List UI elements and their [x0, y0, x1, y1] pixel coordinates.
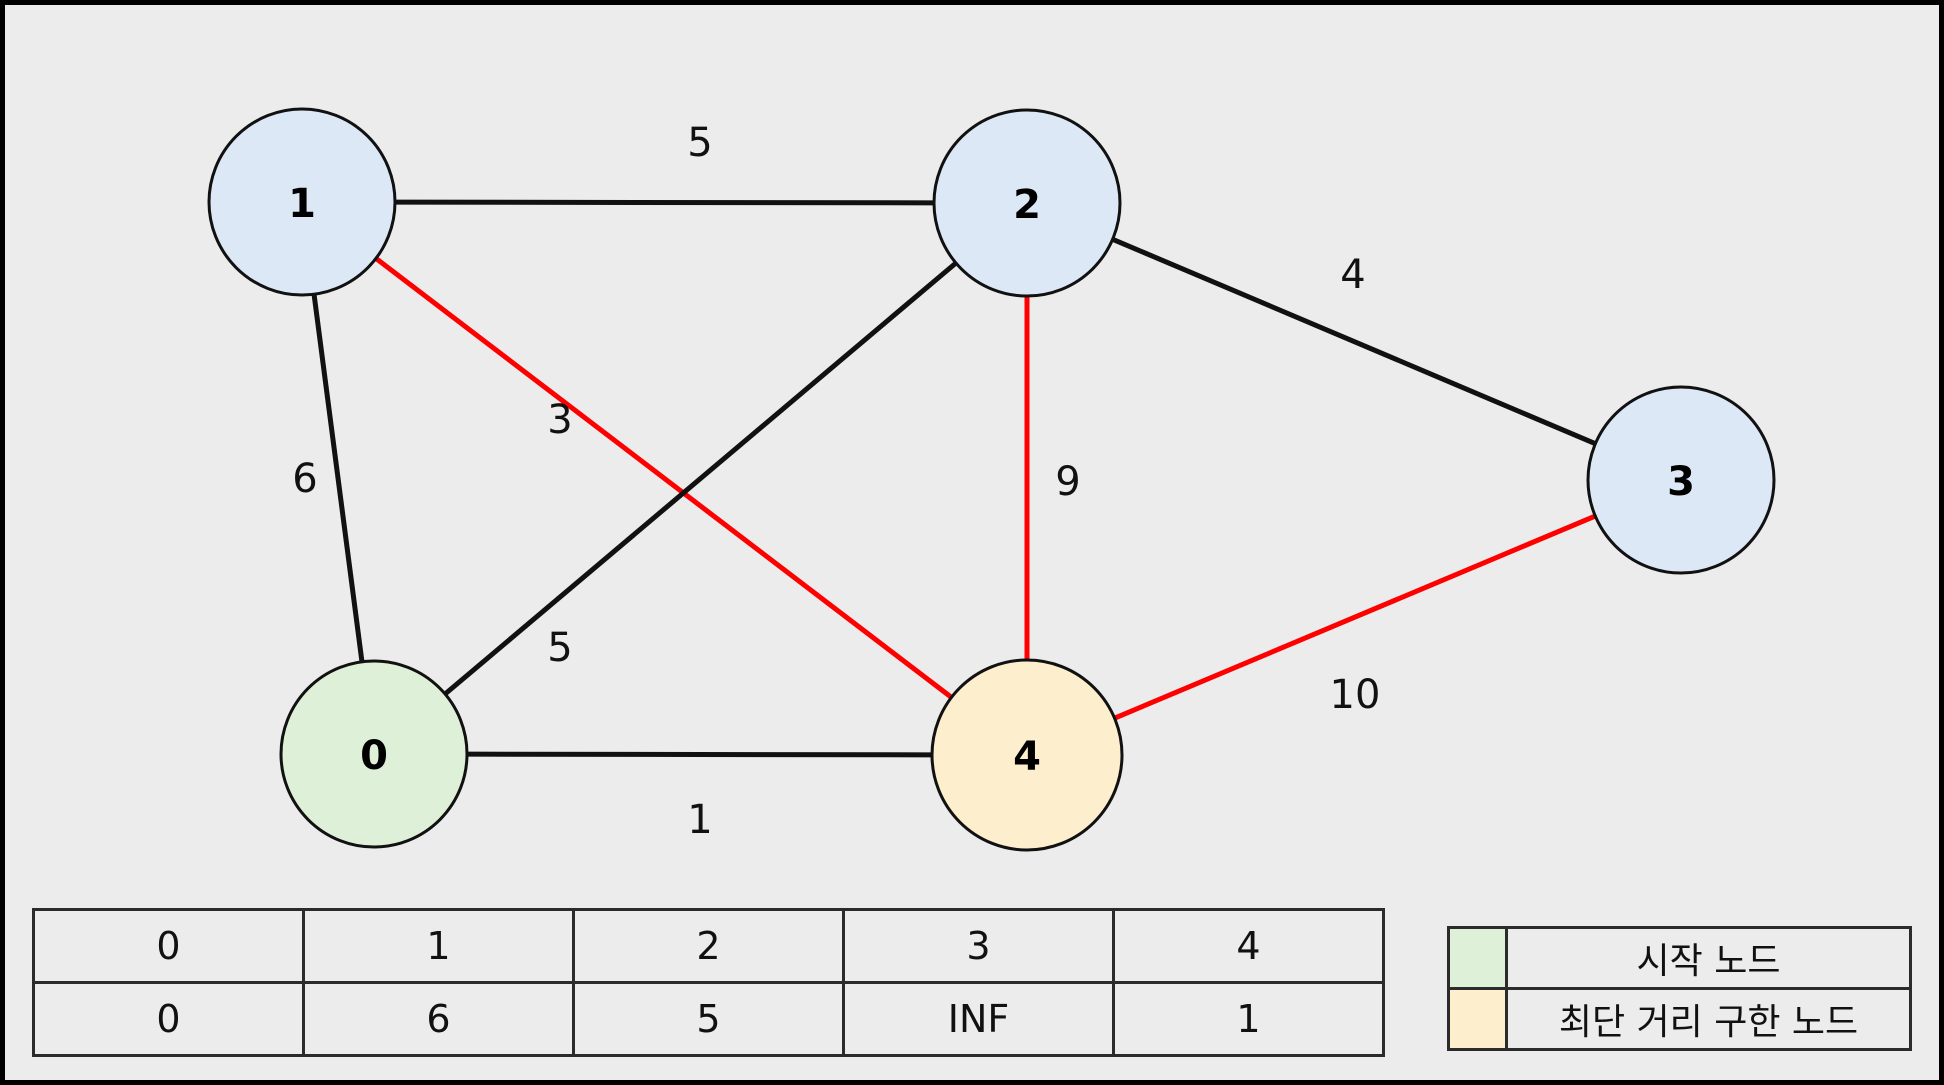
graph-node-0[interactable]: 0: [279, 659, 469, 849]
node-label-3: 3: [1667, 459, 1695, 505]
edge-1-4: [374, 256, 953, 700]
distance-table-header-2: 2: [572, 908, 845, 984]
edge-weight-2-3: 4: [1340, 252, 1365, 298]
legend-row-0: 시작 노드: [1447, 926, 1912, 990]
node-circle-3[interactable]: [1586, 385, 1776, 575]
edge-weight-2-4: 9: [1055, 459, 1080, 505]
legend-row-1: 최단 거리 구한 노드: [1447, 987, 1912, 1051]
nodes-layer: 0 1 2 3 4: [207, 107, 1776, 852]
legend-swatch-1: [1447, 987, 1508, 1051]
distance-table-header-0: 0: [32, 908, 305, 984]
edges-layer: [311, 199, 1597, 758]
distance-table-value-1: 6: [302, 981, 575, 1057]
graph-svg: 0 1 2 3 4 5 6 3 5 1 4 9 10: [207, 107, 1776, 852]
node-label-0: 0: [360, 733, 388, 779]
graph-node-2[interactable]: 2: [932, 108, 1122, 298]
legend-swatch-0: [1447, 926, 1508, 990]
edge-4-3: [1113, 513, 1597, 721]
distance-table-header-1: 1: [302, 908, 575, 984]
node-circle-1[interactable]: [207, 107, 397, 297]
edge-2-3: [1111, 236, 1597, 447]
edge-weight-0-2: 5: [547, 625, 572, 671]
distance-table-value-4: 1: [1112, 981, 1385, 1057]
graph-node-1[interactable]: 1: [207, 107, 397, 297]
distance-table-value-3: INF: [842, 981, 1115, 1057]
edge-weight-1-0: 6: [292, 456, 317, 502]
graph-node-3[interactable]: 3: [1586, 385, 1776, 575]
node-label-4: 4: [1013, 734, 1041, 780]
edge-0-4: [466, 751, 933, 758]
node-label-2: 2: [1013, 182, 1041, 228]
distance-table-header-4: 4: [1112, 908, 1385, 984]
distance-table-value-2: 5: [572, 981, 845, 1057]
legend-label-1: 최단 거리 구한 노드: [1505, 987, 1912, 1051]
edge-0-2: [443, 261, 958, 696]
edge-weights-layer: 5 6 3 5 1 4 9 10: [292, 120, 1380, 843]
edge-1-2: [394, 199, 935, 206]
graph-node-4[interactable]: 4: [930, 658, 1124, 852]
edge-weight-0-4: 1: [687, 797, 712, 843]
node-circle-0[interactable]: [279, 659, 469, 849]
edge-weight-4-3: 10: [1330, 672, 1381, 718]
node-label-1: 1: [288, 181, 316, 227]
node-circle-2[interactable]: [932, 108, 1122, 298]
legend-label-0: 시작 노드: [1505, 926, 1912, 990]
edge-weight-1-2: 5: [687, 120, 712, 166]
edge-weight-1-4: 3: [547, 397, 572, 443]
distance-table-value-0: 0: [32, 981, 305, 1057]
node-circle-4[interactable]: [930, 658, 1124, 852]
distance-table-header-3: 3: [842, 908, 1115, 984]
edge-1-0: [311, 293, 365, 663]
